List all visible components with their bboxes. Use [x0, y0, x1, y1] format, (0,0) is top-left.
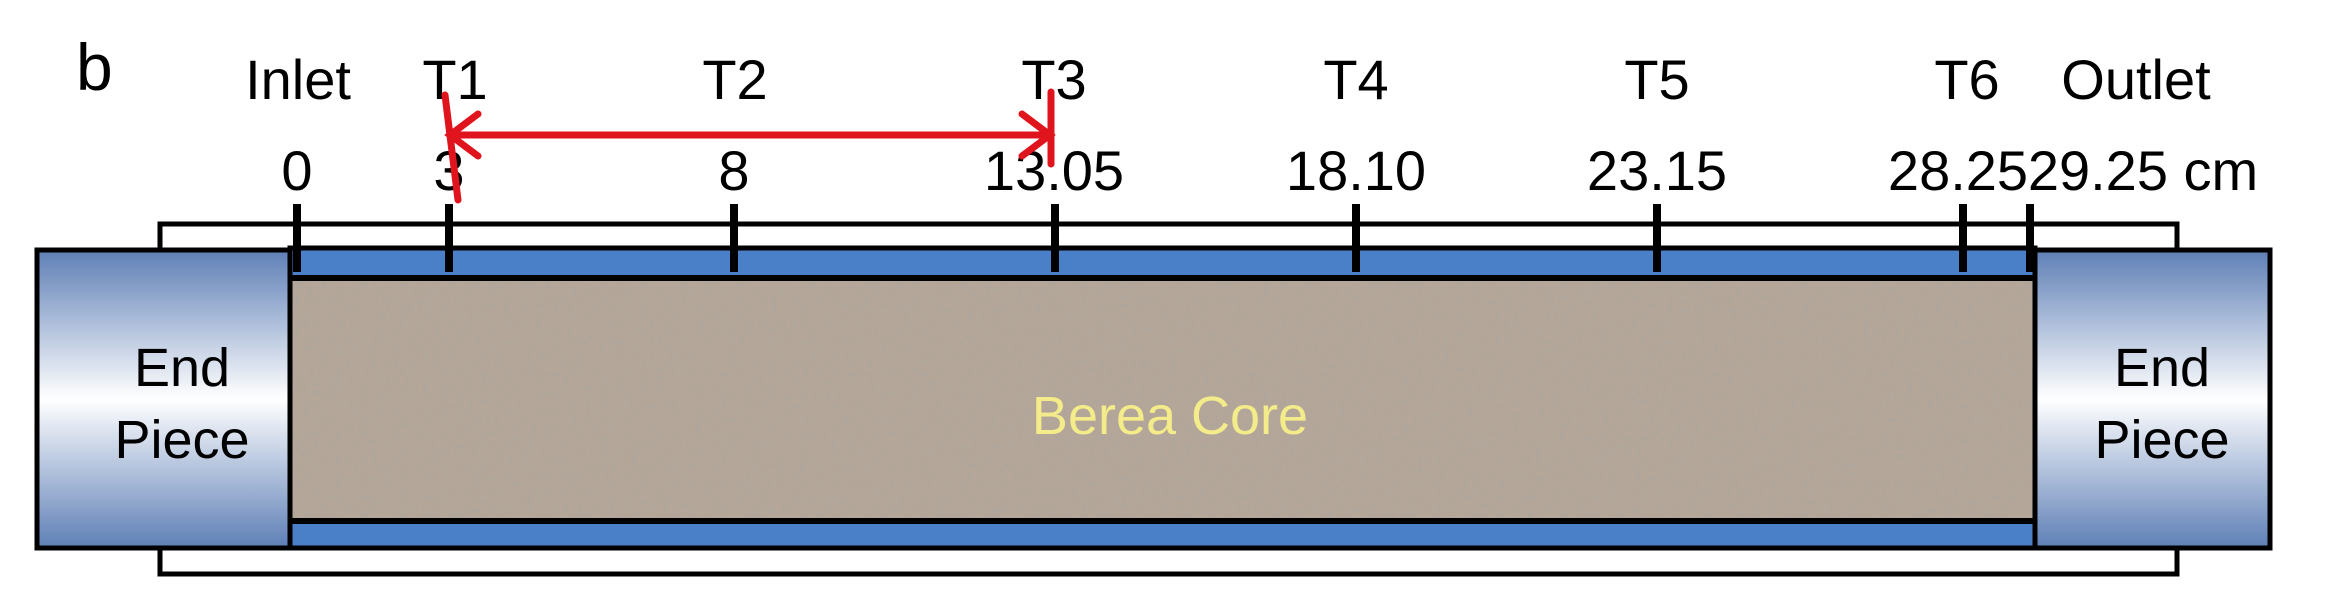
label-t4: T4	[1323, 48, 1388, 111]
core-label: Berea Core	[1032, 386, 1308, 446]
sleeve-top-band	[290, 248, 2035, 276]
end-piece-right: End Piece	[2032, 247, 2273, 551]
panel-label: b	[76, 30, 113, 104]
label-t2: T2	[702, 48, 767, 111]
sensor-ticks	[293, 204, 2034, 272]
label-t6: T6	[1934, 48, 1999, 111]
label-inlet: Inlet	[245, 48, 351, 111]
sleeve-bottom-band	[290, 522, 2035, 548]
end-piece-left-line2: Piece	[114, 410, 249, 470]
end-piece-right-line1: End	[2114, 338, 2210, 398]
pos-outlet: 29.25 cm	[2028, 139, 2258, 202]
t1-t3-span-arrow	[441, 88, 1056, 204]
pos-t5: 23.15	[1587, 139, 1727, 202]
pos-t4: 18.10	[1286, 139, 1426, 202]
berea-core	[290, 275, 2035, 524]
pos-t6: 28.25	[1888, 139, 2028, 202]
end-piece-left-line1: End	[134, 338, 230, 398]
pos-t2: 8	[718, 139, 749, 202]
end-piece-left: End Piece	[34, 247, 293, 551]
label-t5: T5	[1624, 48, 1689, 111]
pos-inlet: 0	[281, 139, 312, 202]
label-t1: T1	[422, 48, 487, 111]
label-outlet: Outlet	[2061, 48, 2211, 111]
end-piece-right-line2: Piece	[2094, 410, 2229, 470]
